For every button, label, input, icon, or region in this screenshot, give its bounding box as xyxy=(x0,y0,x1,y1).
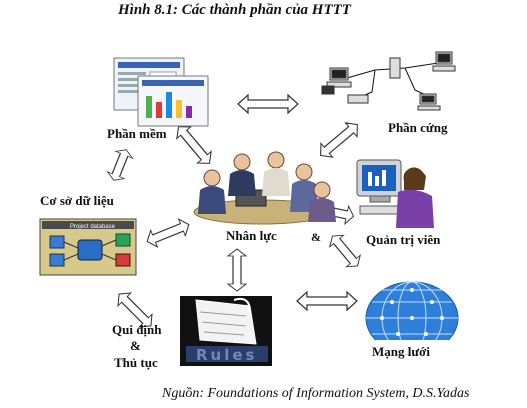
people-label: Nhân lực xyxy=(226,228,277,243)
hardware-label: Phần cứng xyxy=(388,120,448,135)
database-inner-text: Project database xyxy=(70,224,116,230)
globe-network-icon xyxy=(364,281,460,355)
network-label: Mạng lưới xyxy=(372,344,430,359)
ampersand-label: & xyxy=(311,230,321,244)
arrow-people-network xyxy=(325,229,365,273)
arrow-hardware-people xyxy=(314,117,364,163)
arrow-database-people xyxy=(143,215,193,251)
arrow-software-database xyxy=(104,145,136,185)
arrow-rules-network xyxy=(296,291,358,311)
software-label: Phần mềm xyxy=(107,126,167,141)
people-meeting-icon xyxy=(193,151,336,225)
arrow-software-hardware xyxy=(237,94,299,114)
admin-label: Quản trị viên xyxy=(366,232,441,247)
rules-label-line3: Thủ tục xyxy=(114,355,158,370)
figure-source: Nguồn: Foundations of Information System… xyxy=(162,386,470,401)
arrow-software-people xyxy=(171,120,217,170)
rules-inner-text: Rules xyxy=(196,346,257,364)
software-screens-icon xyxy=(113,57,209,127)
figure-title: Hình 8.1: Các thành phần của HTTT xyxy=(118,2,351,18)
rules-label-line1: Qui định xyxy=(112,322,162,337)
computer-network-icon xyxy=(321,51,456,111)
database-label: Cơ sở dữ liệu xyxy=(40,193,114,208)
arrow-people-rules xyxy=(227,248,247,292)
database-icon: Project database xyxy=(39,218,137,276)
rules-label-line2: & xyxy=(130,338,141,353)
admin-at-computer-icon xyxy=(356,159,434,228)
rules-document-icon: Rules xyxy=(180,296,272,366)
